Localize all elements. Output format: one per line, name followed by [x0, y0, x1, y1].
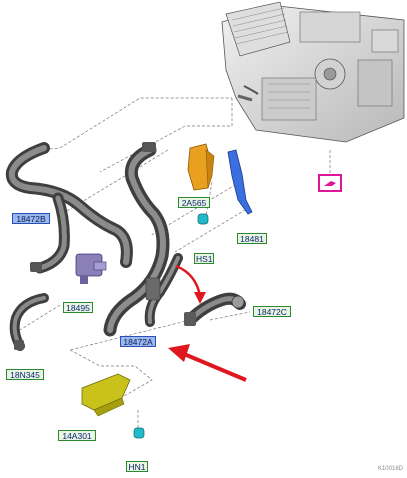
valve-18495: [75, 253, 107, 284]
curved-red-arrow: [175, 264, 206, 304]
callout-18472a[interactable]: 18472A: [120, 336, 156, 347]
document-number: K10016D: [377, 466, 403, 472]
callout-18481[interactable]: 18481: [237, 233, 267, 244]
hose-18472a: [103, 142, 183, 337]
hose-18472b: [5, 142, 133, 274]
callout-2a565[interactable]: 2A565: [178, 197, 210, 208]
hose-18n345: [9, 293, 49, 351]
hose-18472c: [184, 292, 246, 326]
hvac-heater-box: [221, 1, 405, 143]
connector-symbol-icon: [318, 174, 342, 192]
callout-18495[interactable]: 18495: [63, 302, 93, 313]
clip-hs1: [197, 213, 209, 225]
red-pointer-arrow: [168, 344, 247, 382]
clip-hn1: [133, 427, 145, 439]
callout-hs1[interactable]: HS1: [194, 253, 214, 264]
bracket-2a565: [187, 143, 215, 191]
callout-18472c[interactable]: 18472C: [253, 306, 291, 317]
callout-14a301[interactable]: 14A301: [58, 430, 96, 441]
callout-18n345[interactable]: 18N345: [6, 369, 44, 380]
callout-18472b[interactable]: 18472B: [12, 213, 50, 224]
bracket-14a301: [81, 373, 131, 417]
bracket-18481: [227, 149, 253, 215]
callout-hn1[interactable]: HN1: [126, 461, 148, 472]
